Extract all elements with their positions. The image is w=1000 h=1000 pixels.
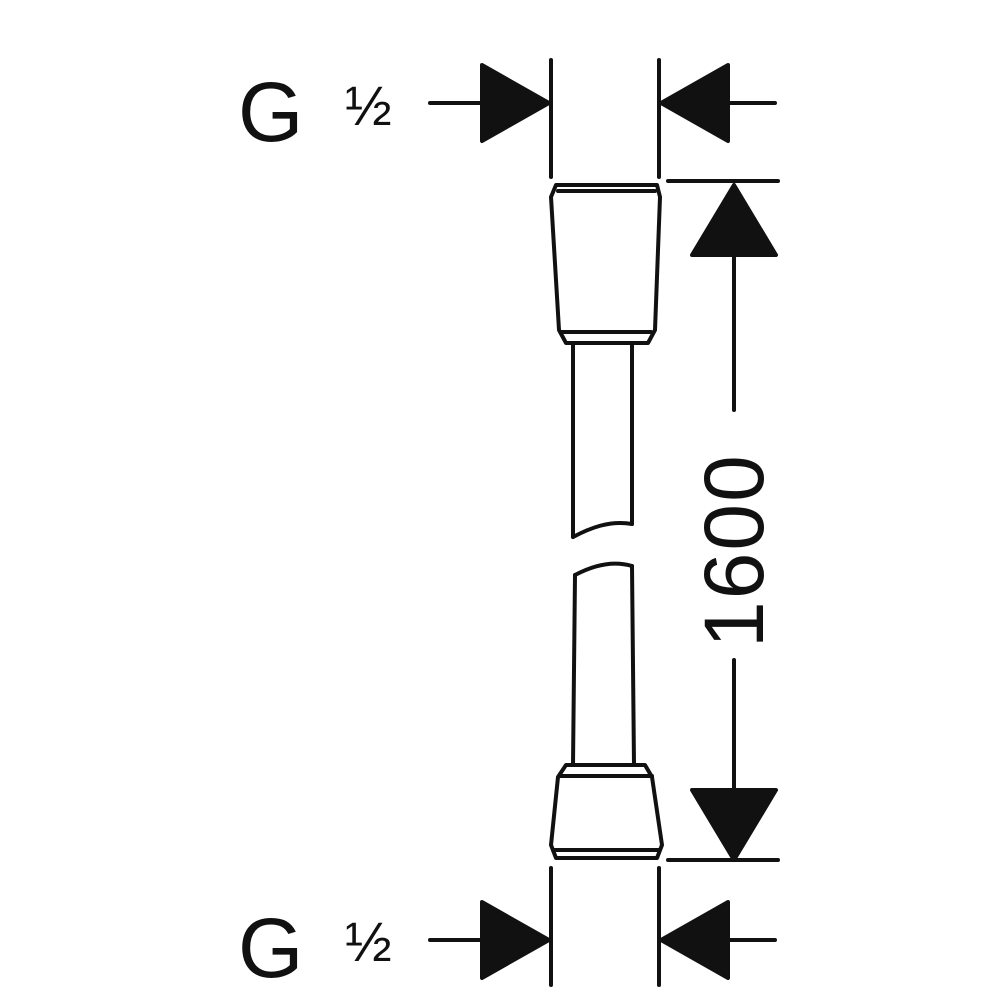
top-fitting (549, 183, 662, 345)
bottom-thread-letter: G (238, 901, 304, 995)
top-thread-fraction: ½ (345, 74, 392, 137)
length-dimension (666, 179, 780, 862)
bottom-thread-dimension (428, 866, 777, 987)
top-thread-dimension (428, 58, 777, 179)
length-label: 1600 (687, 453, 781, 648)
hose-body (571, 341, 636, 767)
top-thread-letter: G (238, 65, 304, 159)
bottom-fitting (549, 763, 664, 860)
bottom-thread-fraction: ½ (345, 910, 392, 973)
